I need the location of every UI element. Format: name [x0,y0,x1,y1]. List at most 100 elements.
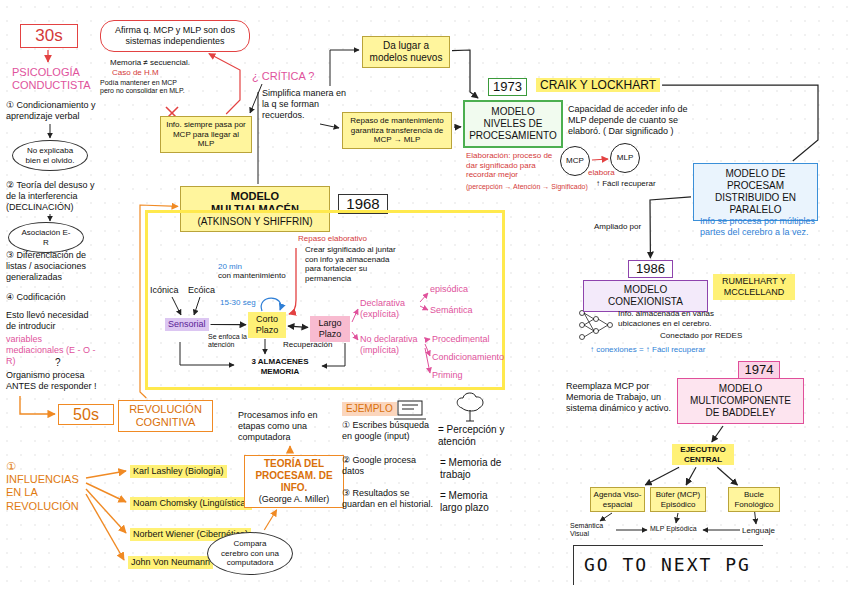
network-icon [608,323,613,328]
node-text: Da lugar a modelos nuevos [368,40,444,64]
pink-branch [352,309,358,322]
node-text: Afirma q. MCP y MLP son dos sistemas ind… [111,25,239,47]
note-text: ② Teoría del desuso y de la interferenci… [6,180,101,212]
author-highlight: CRAIK Y LOCKHART [536,78,660,92]
memory-store: Sensorial [165,318,209,331]
flow-arrow [194,297,200,315]
node-text: EJEMPLO [346,403,393,415]
claim-cloud: Afirma q. MCP y MLP son dos sistemas ind… [100,20,250,52]
tree-icon [457,393,483,421]
red-arrow [47,50,48,62]
note-text: Lenguaje [742,526,775,536]
year-box: 1986 [628,260,673,278]
connector-arrow [712,426,723,442]
author-highlight: RUMELHART Y MCCLELLAND [713,274,795,300]
red-arrow [289,248,296,314]
pink-branch [425,339,430,340]
node-text: Karl Lashley (Biología) [133,466,224,477]
network-icon [580,311,613,340]
node-text: CRAIK Y LOCKHART [540,78,656,92]
network-icon [594,317,599,322]
laptop-icon [398,401,422,415]
person-highlight: John Von Neumann [128,556,213,569]
node-text: Info. siempre pasa por MCP para llegar a… [166,120,246,149]
person-highlight: Karl Lashley (Biología) [130,465,227,478]
orange-arrow [86,489,126,533]
flow-arrow [50,124,51,138]
theory-box: TEORÍA DEL PROCESAM. DE INFO.(George A. … [244,455,344,508]
note-text: ↑ conexiones = ↑ Fácil recuperar [590,345,720,355]
flow-arrow [330,50,359,86]
laptop-icon [394,419,426,420]
note-text: No declarativa (implícita) [360,334,422,356]
orange-arrow [289,446,290,453]
flow-arrow [258,92,259,184]
note-oval: Asociación E-R [8,222,84,253]
note-text: 20 min [218,262,242,272]
node-text: MODELO MULTICOMPONENTE DE BADDELEY [682,383,799,419]
note-text: MLP Episódica [650,525,697,533]
era-box: REVOLUCIÓN COGNITIVA [118,400,213,432]
result-box: Da lugar a modelos nuevos [362,36,450,68]
network-icon [594,329,599,334]
network-icon [580,323,585,328]
flow-arrow [703,530,740,531]
model-box: MODELO NIVELES DE PROCESAMIENTO [463,100,563,148]
connector-arrow [662,85,818,161]
node-text: GO TO NEXT PG [584,554,753,576]
network-icon [584,313,608,337]
tree-icon [457,393,483,411]
note-text: Semántica Visual [570,522,615,539]
heading-text: ① INFLUENCIAS EN LA REVOLUCIÓN [6,460,86,513]
node-text: Asociación E-R [19,228,73,247]
note-text: 15-30 seg [220,298,256,308]
note-text: ① Condicionamiento y aprendizaje verbal [6,100,101,122]
node-text: Agenda Viso-espacial [593,490,642,509]
pink-branch [352,293,430,373]
note-text: con mantenimiento [218,271,286,281]
node-text: Noam Chomsky (Lingüística) [133,498,249,509]
year-box: 1973 [488,78,527,96]
connector-arrow [209,54,240,114]
note-text: Capacidad de acceder info de MLP depende… [568,104,690,136]
decade-box: 30s [20,24,78,48]
note-text: = Memoria largo plazo [440,490,510,514]
note-text: = Memoria de trabajo [440,457,510,481]
heading-text: PSICOLOGÍA CONDUCTISTA [12,66,102,92]
node-text: Repaso de mantenimiento garantiza transf… [348,116,446,145]
critique-box: Info. siempre pasa por MCP para llegar a… [160,116,252,153]
note-text: ③ Diferenciación de listas / asociacione… [6,250,101,282]
node-text: TEORÍA DEL PROCESAM. DE INFO. [247,458,341,494]
note-text: Info. almacenada en varias ubicaciones e… [618,309,728,328]
flow-arrow [616,530,647,531]
next-page-box: GO TO NEXT PG [573,545,763,585]
note-text: ③ Resultados se guardan en el historial. [342,488,437,510]
note-text: Repaso elaborativo [298,234,367,244]
connector-arrow [650,197,691,258]
network-icon [580,335,585,340]
note-text: Procesamos info en etapas como una compu… [238,410,330,442]
note-text: ? [55,357,61,369]
node-text: Largo Plazo [312,318,348,340]
pink-branch [420,293,428,302]
note-text: Recuperación [283,340,332,350]
flow-arrow [320,124,339,128]
node-text: RUMELHART Y MCCLELLAND [715,276,793,298]
connector-arrow [592,158,608,160]
note-text: Esto llevó necesidad de introducir [6,310,101,332]
node-text: John Von Neumann [131,557,210,568]
component-box: Bucle Fonológico [728,487,780,512]
connector-arrow [288,326,308,327]
node-text: MODELO DE PROCESAM DISTRIBUIDO EN PARALE… [698,168,813,216]
node-text: REVOLUCIÓN COGNITIVA [121,403,210,429]
note-text: Memoria ≠ secuencial. [110,58,195,68]
node-text: 3 ALMACENES MEMORIA [238,357,322,376]
note-text: Conectado por REDES [660,331,742,341]
node-text: Corto Plazo [250,314,284,336]
connector-arrow [211,324,246,325]
memory-circle: MCP [560,146,590,176]
heading-text: ¿ CRÍTICA ? [252,70,314,83]
node-text: (ATKINSON Y SHIFFRIN) [186,216,324,228]
tree-icon [466,410,474,421]
note-text: (percepción → Atención → Significado) [466,183,591,191]
